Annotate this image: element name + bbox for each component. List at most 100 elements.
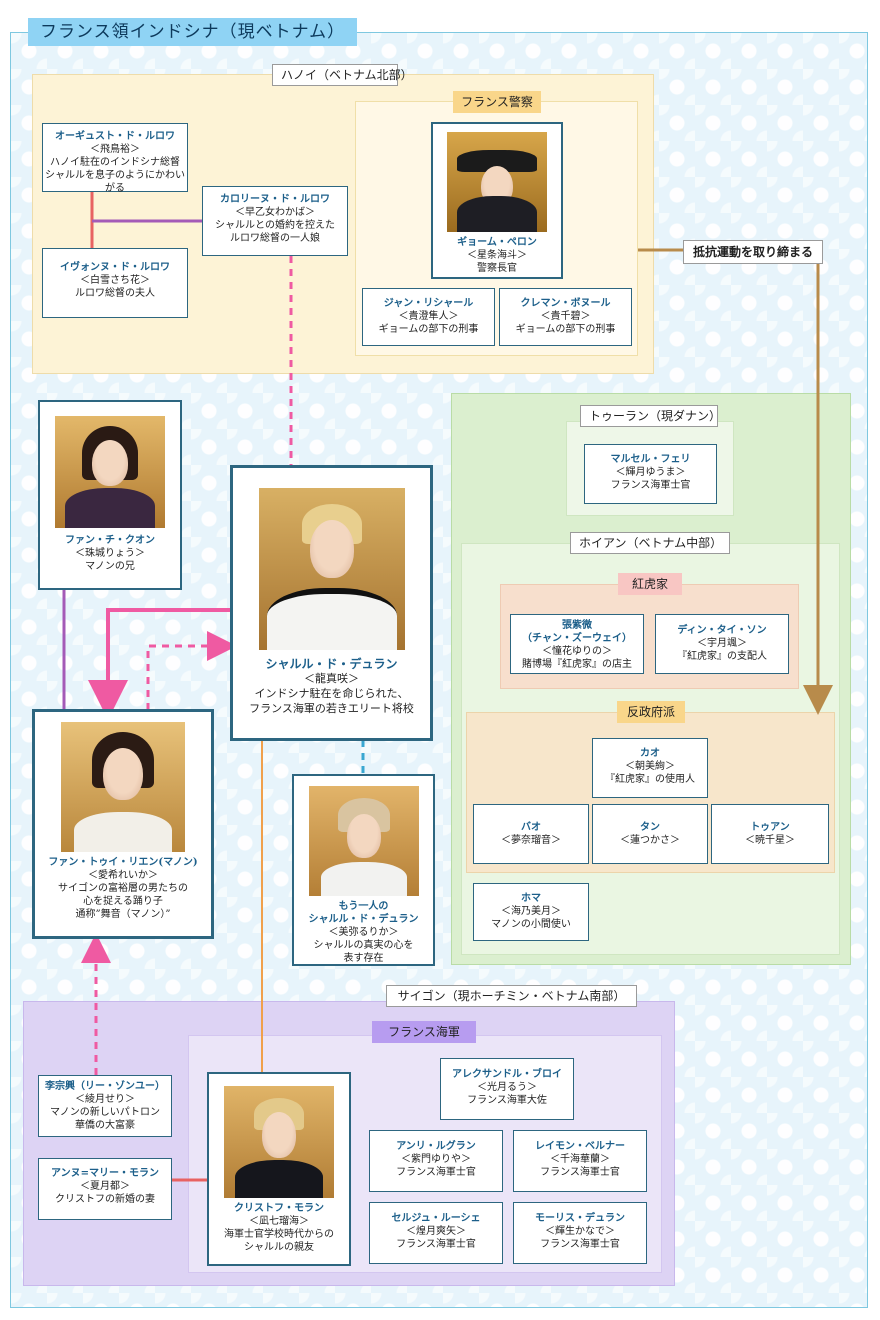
card-bao[interactable]: バオ ＜夢奈瑠音＞ (473, 804, 589, 864)
character-name: マルセル・フェリ (610, 454, 691, 465)
actor-name: ＜蓮つかさ＞ (620, 835, 680, 846)
card-marcel[interactable]: マルセル・フェリ ＜輝月ゆうま＞ フランス海軍士官 (584, 444, 717, 504)
character-desc: 心を捉える踊り子 (83, 896, 163, 907)
actor-name: ＜龍真咲＞ (304, 672, 359, 685)
actor-name: ＜白雪さち花＞ (80, 275, 150, 286)
character-desc: フランス海軍大佐 (467, 1095, 547, 1106)
card-lee[interactable]: 李宗興（リー・ゾンユー） ＜綾月せり＞ マノンの新しいパトロン 華僑の大富豪 (38, 1075, 172, 1137)
character-name: シャルル・ド・デュラン (265, 657, 398, 671)
character-desc: ルロワ総督の夫人 (75, 288, 155, 299)
character-desc: フランス海軍士官 (540, 1167, 620, 1178)
character-desc: 通称”舞音（マノン）” (75, 909, 171, 920)
tourane-label: トゥーラン（現ダナン） (580, 405, 721, 427)
card-raymond[interactable]: レイモン・ベルナー ＜千海華蘭＞ フランス海軍士官 (513, 1130, 647, 1192)
character-name: もう一人の (338, 901, 389, 912)
card-homa[interactable]: ホマ ＜海乃美月＞ マノンの小間使い (473, 883, 589, 941)
other-charles-photo (308, 786, 419, 896)
character-name: ディン・タイ・ソン (677, 625, 767, 636)
character-name: カロリーヌ・ド・ルロワ (220, 194, 330, 205)
character-name: クレマン・ボヌール (520, 298, 611, 309)
card-yvonne[interactable]: イヴォンヌ・ド・ルロワ ＜白雪さち花＞ ルロワ総督の夫人 (42, 248, 188, 318)
character-desc: 賭博場『紅虎家』の店主 (522, 659, 632, 670)
actor-name: ＜綾月せり＞ (75, 1094, 135, 1105)
card-henri[interactable]: アンリ・ルグラン ＜紫門ゆりや＞ フランス海軍士官 (369, 1130, 503, 1192)
hanoi-label: ハノイ（ベトナム北部） (272, 64, 413, 86)
character-name: レイモン・ベルナー (535, 1141, 625, 1152)
character-desc: シャルルの真実の心を (313, 940, 414, 951)
character-name: タン (640, 822, 660, 833)
character-name: バオ (521, 822, 541, 833)
card-dinh[interactable]: ディン・タイ・ソン ＜宇月颯＞ 『紅虎家』の支配人 (655, 614, 789, 674)
character-desc: マノンの新しいパトロン (50, 1107, 160, 1118)
card-auguste[interactable]: オーギュスト・ド・ルロワ ＜飛鳥裕＞ ハノイ駐在のインドシナ総督 シャルルを息子… (42, 123, 188, 194)
character-desc: ハノイ駐在のインドシナ総督 (50, 157, 180, 168)
character-name: ギョーム・ペロン (457, 237, 537, 248)
character-name: セルジュ・ルーシェ (391, 1213, 481, 1224)
card-tuan[interactable]: トゥアン ＜暁千星＞ (711, 804, 829, 864)
card-serge[interactable]: セルジュ・ルーシェ ＜煌月爽矢＞ フランス海軍士官 (369, 1202, 503, 1264)
actor-name: ＜珠城りょう＞ (75, 548, 145, 559)
character-desc: 警察長官 (477, 263, 517, 274)
manon-photo (61, 722, 185, 852)
character-desc: シャルルを息子のようにかわいがる (45, 170, 185, 194)
french-police-label: フランス警察 (453, 91, 541, 113)
card-maurice[interactable]: モーリス・デュラン ＜輝生かなで＞ フランス海軍士官 (513, 1202, 647, 1264)
action-label: 抵抗運動を取り締まる (683, 240, 823, 264)
character-desc: フランス海軍士官 (540, 1239, 620, 1250)
character-name: ファン・チ・クオン (65, 535, 155, 546)
character-name: カオ (640, 748, 660, 759)
card-alexandre[interactable]: アレクサンドル・ブロイ ＜光月るう＞ フランス海軍大佐 (440, 1058, 574, 1120)
character-desc: マノンの兄 (85, 561, 135, 572)
character-name: トゥアン (750, 822, 790, 833)
actor-name: ＜夢奈瑠音＞ (501, 835, 561, 846)
card-cao[interactable]: カオ ＜朝美絢＞ 『紅虎家』の使用人 (592, 738, 708, 798)
character-desc: 『紅虎家』の支配人 (677, 651, 767, 662)
card-tan[interactable]: タン ＜蓮つかさ＞ (592, 804, 708, 864)
actor-name: ＜輝月ゆうま＞ (615, 467, 686, 478)
card-caroline[interactable]: カロリーヌ・ド・ルロワ ＜早乙女わかば＞ シャルルとの婚約を控えた ルロワ総督の… (202, 186, 348, 256)
character-name: ファン・トゥイ・リエン(マノン) (48, 857, 198, 868)
card-manon[interactable]: ファン・トゥイ・リエン(マノン) ＜愛希れいか＞ サイゴンの富裕層の男たちの 心… (32, 709, 214, 939)
christophe-photo (224, 1086, 334, 1198)
actor-name: ＜暁千星＞ (745, 835, 795, 846)
french-navy-label: フランス海軍 (372, 1021, 476, 1043)
card-phan-quon[interactable]: ファン・チ・クオン ＜珠城りょう＞ マノンの兄 (38, 400, 182, 590)
actor-name: ＜海乃美月＞ (501, 906, 561, 917)
hoian-label: ホイアン（ベトナム中部） (570, 532, 730, 554)
charles-manon-line (88, 608, 232, 720)
character-desc: インドシナ駐在を命じられた、 (254, 687, 409, 700)
character-desc: フランス海軍士官 (396, 1239, 476, 1250)
actor-name: ＜宇月颯＞ (697, 638, 747, 649)
character-desc: 表す存在 (343, 953, 384, 964)
card-anne[interactable]: アンヌ=マリー・モラン ＜夏月都＞ クリストフの新婚の妻 (38, 1158, 172, 1220)
actor-name: ＜輝生かなで＞ (545, 1226, 615, 1237)
character-name: クリストフ・モラン (234, 1203, 324, 1214)
character-name: ジャン・リシャール (383, 298, 474, 309)
page-title: フランス領インドシナ（現ベトナム） (28, 18, 358, 46)
character-desc: シャルルの親友 (244, 1242, 314, 1253)
card-clement[interactable]: クレマン・ボヌール ＜貴千碧＞ ギョームの部下の刑事 (499, 288, 632, 346)
character-desc: ルロワ総督の一人娘 (230, 233, 320, 244)
actor-name: ＜夏月都＞ (80, 1181, 130, 1192)
character-desc: 海軍士官学校時代からの (224, 1229, 334, 1240)
card-jean[interactable]: ジャン・リシャール ＜貴澄隼人＞ ギョームの部下の刑事 (362, 288, 495, 346)
character-desc: 華僑の大富豪 (75, 1120, 135, 1131)
character-name: アンヌ=マリー・モラン (51, 1168, 159, 1179)
character-desc: シャルルとの婚約を控えた (215, 220, 335, 231)
card-christophe[interactable]: クリストフ・モラン ＜凪七瑠海＞ 海軍士官学校時代からの シャルルの親友 (207, 1072, 351, 1266)
character-desc: マノンの小間使い (491, 919, 571, 930)
card-charles[interactable]: シャルル・ド・デュラン ＜龍真咲＞ インドシナ駐在を命じられた、 フランス海軍の… (230, 465, 433, 741)
character-desc: フランス海軍の若きエリート将校 (249, 702, 414, 715)
character-name: イヴォンヌ・ド・ルロワ (60, 262, 170, 273)
character-name: アレクサンドル・ブロイ (452, 1069, 562, 1080)
rebels-label: 反政府派 (617, 701, 685, 723)
phan-quon-photo (55, 416, 165, 528)
character-desc: クリストフの新婚の妻 (55, 1194, 155, 1205)
character-desc: フランス海軍士官 (396, 1167, 476, 1178)
actor-name: ＜紫門ゆりや＞ (401, 1154, 471, 1165)
charles-photo (258, 488, 405, 650)
card-guillaume[interactable]: ギョーム・ペロン ＜星条海斗＞ 警察長官 (431, 122, 563, 279)
card-other-charles[interactable]: もう一人の シャルル・ド・デュラン ＜美弥るりか＞ シャルルの真実の心を 表す存… (292, 774, 435, 966)
card-chang[interactable]: 張紫微 （チャン・ズーウェイ） ＜憧花ゆりの＞ 賭博場『紅虎家』の店主 (510, 614, 644, 674)
